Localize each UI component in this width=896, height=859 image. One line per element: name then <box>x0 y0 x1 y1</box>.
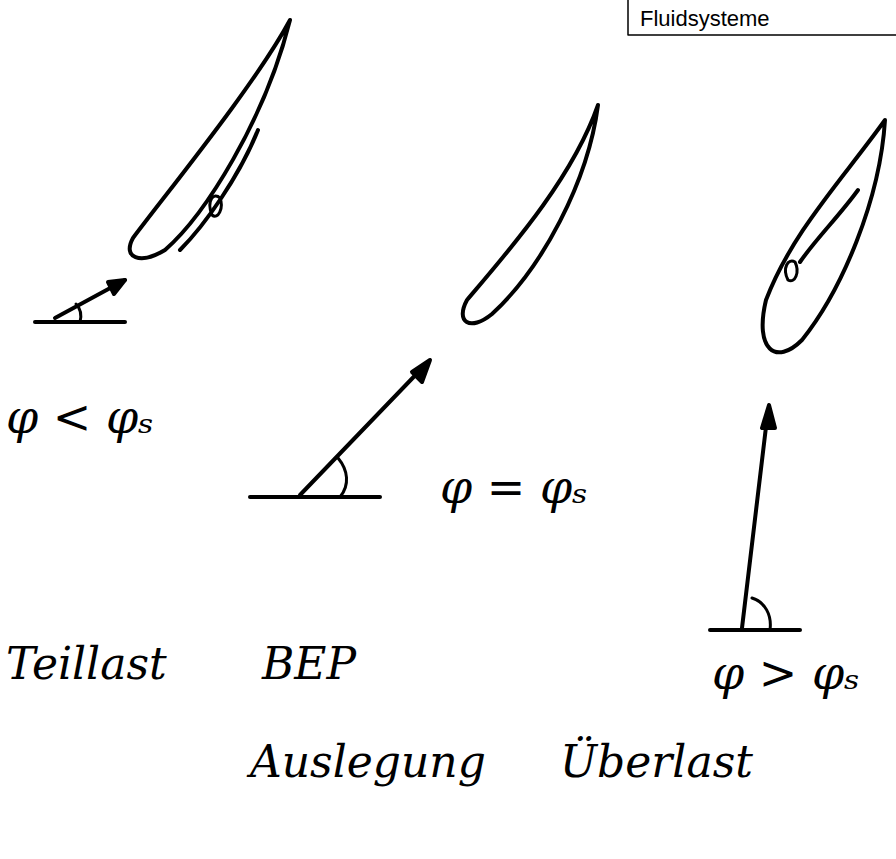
load-label: Teillast <box>6 640 167 688</box>
blade-line <box>800 190 858 262</box>
baseline <box>710 628 800 632</box>
blade <box>763 120 885 352</box>
blade <box>130 20 290 258</box>
condition-label: φ < φₛ <box>6 392 154 443</box>
angle-arc <box>752 598 770 630</box>
arrow-head <box>108 280 125 294</box>
condition-label: φ = φₛ <box>440 462 588 513</box>
load-label: Überlast <box>560 738 753 786</box>
arrow-head <box>762 405 775 428</box>
angle-arc <box>338 458 347 497</box>
separation-bubble <box>210 196 221 216</box>
arrow-head <box>412 360 430 382</box>
load-label: BEP <box>262 640 356 688</box>
separation-bubble <box>786 261 797 281</box>
flow-arrow <box>300 362 428 495</box>
load-label: Auslegung <box>250 738 486 786</box>
condition-label: φ > φₛ <box>712 648 860 699</box>
blade <box>463 105 598 323</box>
baseline <box>250 495 380 499</box>
flow-arrow <box>742 410 768 628</box>
flow-arrow <box>55 280 125 318</box>
angle-arc <box>76 304 81 322</box>
header-title: Fluidsysteme <box>640 6 770 32</box>
header-border <box>628 0 896 35</box>
blade-line <box>180 130 258 250</box>
